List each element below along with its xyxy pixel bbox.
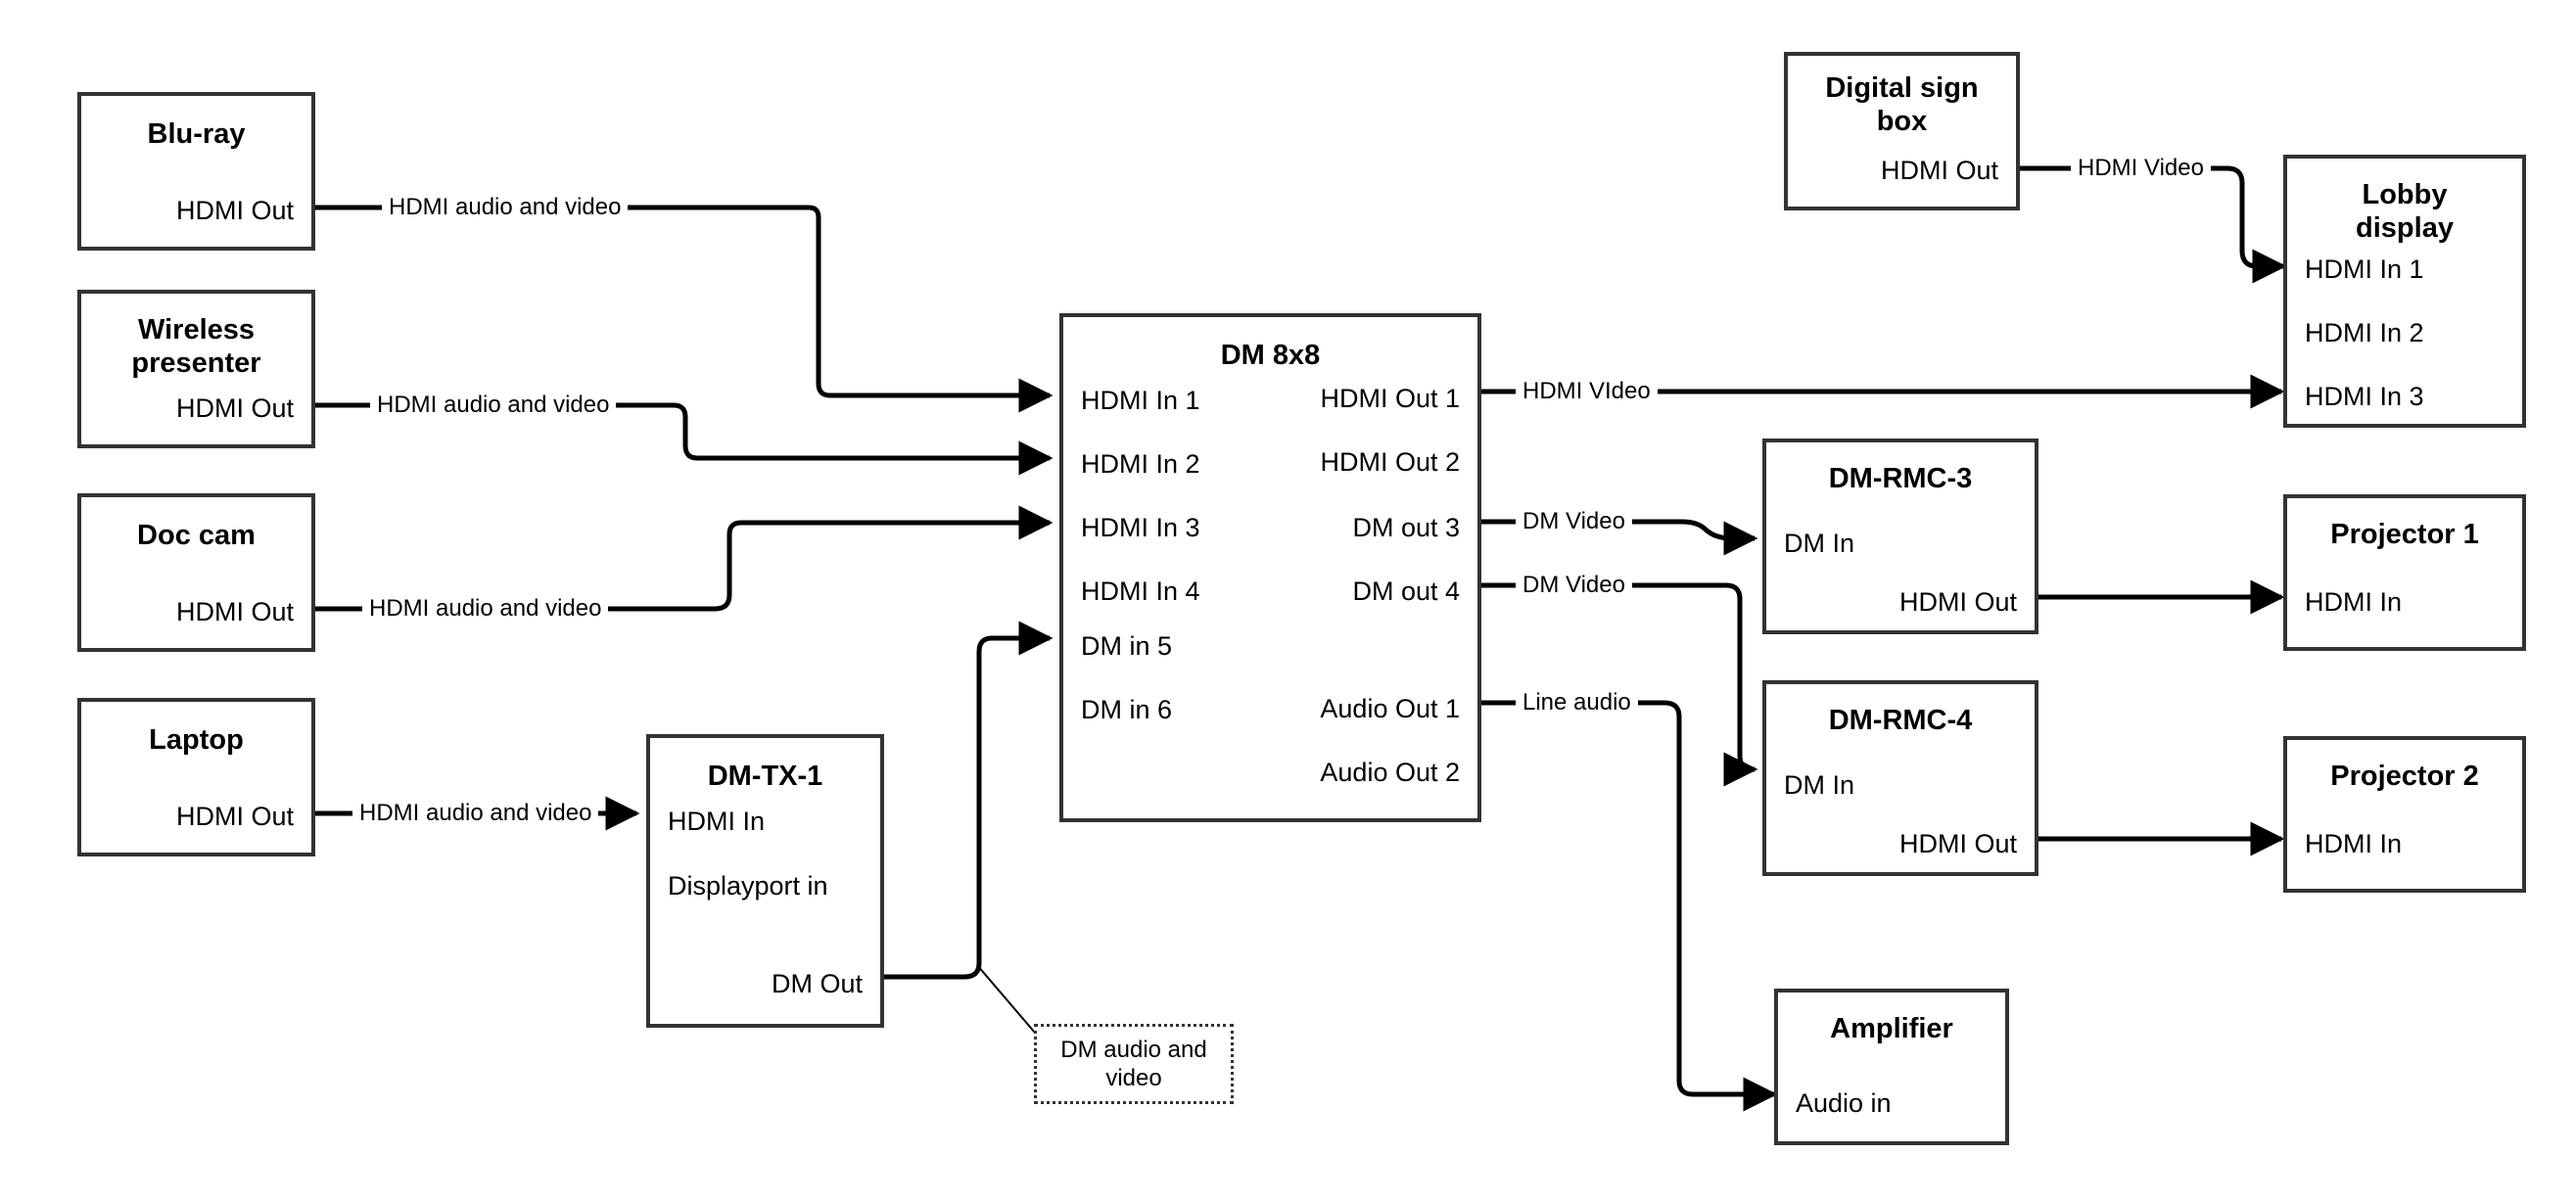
- port-dm-8x8-hdmi-in-3[interactable]: HDMI In 3: [1081, 513, 1200, 542]
- node-title-dm-rmc-4: DM-RMC-4: [1828, 705, 1973, 736]
- wire-label-hdmi-video-out1: HDMI VIdeo: [1516, 380, 1658, 403]
- port-dm-8x8-hdmi-in-2[interactable]: HDMI In 2: [1081, 449, 1200, 479]
- port-dm-8x8-dm-out-4[interactable]: DM out 4: [1352, 577, 1460, 606]
- port-projector-1-hdmi-in[interactable]: HDMI In: [2305, 587, 2403, 617]
- wire-audio-out1-to-amplifier: [1481, 700, 1778, 1112]
- node-projector-1[interactable]: Projector 1 HDMI In: [2283, 494, 2526, 651]
- node-projector-2[interactable]: Projector 2 HDMI In: [2283, 736, 2526, 893]
- port-amplifier-audio-in[interactable]: Audio in: [1796, 1088, 1892, 1118]
- port-lobby-display-hdmi-in-3[interactable]: HDMI In 3: [2305, 382, 2424, 411]
- wire-bluray-to-dm-in1: [315, 205, 1054, 413]
- port-dm-8x8-hdmi-in-1[interactable]: HDMI In 1: [1081, 386, 1200, 415]
- node-dm-rmc-3[interactable]: DM-RMC-3 DM In HDMI Out: [1762, 439, 2038, 634]
- wire-label-doccam: HDMI audio and video: [362, 597, 609, 621]
- node-blu-ray[interactable]: Blu-ray HDMI Out: [77, 92, 315, 251]
- node-dm-tx-1[interactable]: DM-TX-1 HDMI In Displayport in DM Out: [646, 734, 884, 1028]
- port-dm-tx-1-hdmi-in[interactable]: HDMI In: [668, 807, 766, 836]
- node-laptop[interactable]: Laptop HDMI Out: [77, 698, 315, 856]
- port-dm-rmc-3-dm-in[interactable]: DM In: [1784, 529, 1855, 558]
- node-lobby-display[interactable]: Lobby display HDMI In 1 HDMI In 2 HDMI I…: [2283, 155, 2526, 428]
- port-projector-2-hdmi-in[interactable]: HDMI In: [2305, 829, 2403, 858]
- port-dm-8x8-audio-out-1[interactable]: Audio Out 1: [1320, 694, 1460, 723]
- port-dm-rmc-4-dm-in[interactable]: DM In: [1784, 770, 1855, 800]
- wire-label-dm-video-out3: DM Video: [1516, 510, 1632, 533]
- wire-label-laptop: HDMI audio and video: [352, 802, 599, 825]
- wire-label-sign-to-lobby: HDMI Video: [2071, 157, 2211, 180]
- node-doc-cam[interactable]: Doc cam HDMI Out: [77, 493, 315, 652]
- node-title-digital-sign-box-line1: Digital sign: [1825, 72, 1979, 104]
- node-title-lobby-display-line1: Lobby: [2362, 179, 2448, 210]
- port-dm-rmc-3-hdmi-out[interactable]: HDMI Out: [1898, 587, 2017, 617]
- note-dm-audio-and-video: DM audio and video: [1034, 1024, 1234, 1104]
- node-amplifier[interactable]: Amplifier Audio in: [1774, 989, 2009, 1145]
- node-title-digital-sign-box-line2: box: [1876, 106, 1928, 137]
- wire-tx-dmout-to-dm-in5: [884, 621, 1054, 980]
- node-title-lobby-display-line2: display: [2356, 212, 2454, 244]
- port-lobby-display-hdmi-in-1[interactable]: HDMI In 1: [2305, 254, 2424, 284]
- port-dm-8x8-dm-in-5[interactable]: DM in 5: [1081, 631, 1173, 661]
- node-title-doc-cam: Doc cam: [137, 520, 256, 551]
- node-title-projector-1: Projector 1: [2330, 519, 2479, 550]
- node-title-dm-tx-1: DM-TX-1: [707, 761, 823, 792]
- wire-label-wireless: HDMI audio and video: [370, 393, 617, 417]
- node-dm-8x8[interactable]: DM 8x8 HDMI In 1 HDMI In 2 HDMI In 3 HDM…: [1059, 313, 1481, 822]
- node-title-wireless-presenter-line1: Wireless: [137, 314, 256, 346]
- node-title-blu-ray: Blu-ray: [147, 118, 246, 150]
- wire-label-bluray: HDMI audio and video: [382, 196, 629, 219]
- port-dm-tx-1-displayport-in[interactable]: Displayport in: [668, 871, 828, 901]
- port-dm-tx-1-dm-out[interactable]: DM Out: [771, 969, 863, 998]
- port-wireless-presenter-hdmi-out[interactable]: HDMI Out: [175, 393, 294, 423]
- port-laptop-hdmi-out[interactable]: HDMI Out: [175, 802, 294, 831]
- node-title-laptop: Laptop: [149, 724, 244, 756]
- port-digital-sign-box-hdmi-out[interactable]: HDMI Out: [1880, 156, 1998, 185]
- node-title-wireless-presenter-line2: presenter: [131, 347, 261, 379]
- port-doc-cam-hdmi-out[interactable]: HDMI Out: [175, 597, 294, 626]
- port-dm-8x8-dm-out-3[interactable]: DM out 3: [1352, 513, 1460, 542]
- port-lobby-display-hdmi-in-2[interactable]: HDMI In 2: [2305, 318, 2424, 347]
- port-dm-8x8-hdmi-out-2[interactable]: HDMI Out 2: [1320, 447, 1460, 477]
- wire-note-leader: [976, 964, 1042, 1040]
- wire-label-dm-video-out4: DM Video: [1516, 574, 1632, 597]
- port-dm-8x8-hdmi-out-1[interactable]: HDMI Out 1: [1320, 384, 1460, 413]
- port-blu-ray-hdmi-out[interactable]: HDMI Out: [175, 196, 294, 225]
- port-dm-rmc-4-hdmi-out[interactable]: HDMI Out: [1898, 829, 2017, 858]
- port-dm-8x8-hdmi-in-4[interactable]: HDMI In 4: [1081, 577, 1200, 606]
- node-wireless-presenter[interactable]: Wireless presenter HDMI Out: [77, 290, 315, 448]
- node-digital-sign-box[interactable]: Digital sign box HDMI Out: [1784, 52, 2020, 210]
- port-dm-8x8-dm-in-6[interactable]: DM in 6: [1081, 695, 1173, 724]
- port-dm-8x8-audio-out-2[interactable]: Audio Out 2: [1320, 758, 1460, 787]
- wire-sign-to-lobby-in1: [2020, 165, 2287, 284]
- node-dm-rmc-4[interactable]: DM-RMC-4 DM In HDMI Out: [1762, 680, 2038, 876]
- node-title-dm-rmc-3: DM-RMC-3: [1828, 463, 1973, 494]
- wire-dm-out4-to-rmc4: [1481, 582, 1758, 787]
- node-title-projector-2: Projector 2: [2330, 761, 2479, 792]
- wire-label-line-audio: Line audio: [1516, 691, 1638, 715]
- node-title-amplifier: Amplifier: [1830, 1013, 1953, 1044]
- node-title-dm-8x8: DM 8x8: [1220, 340, 1321, 371]
